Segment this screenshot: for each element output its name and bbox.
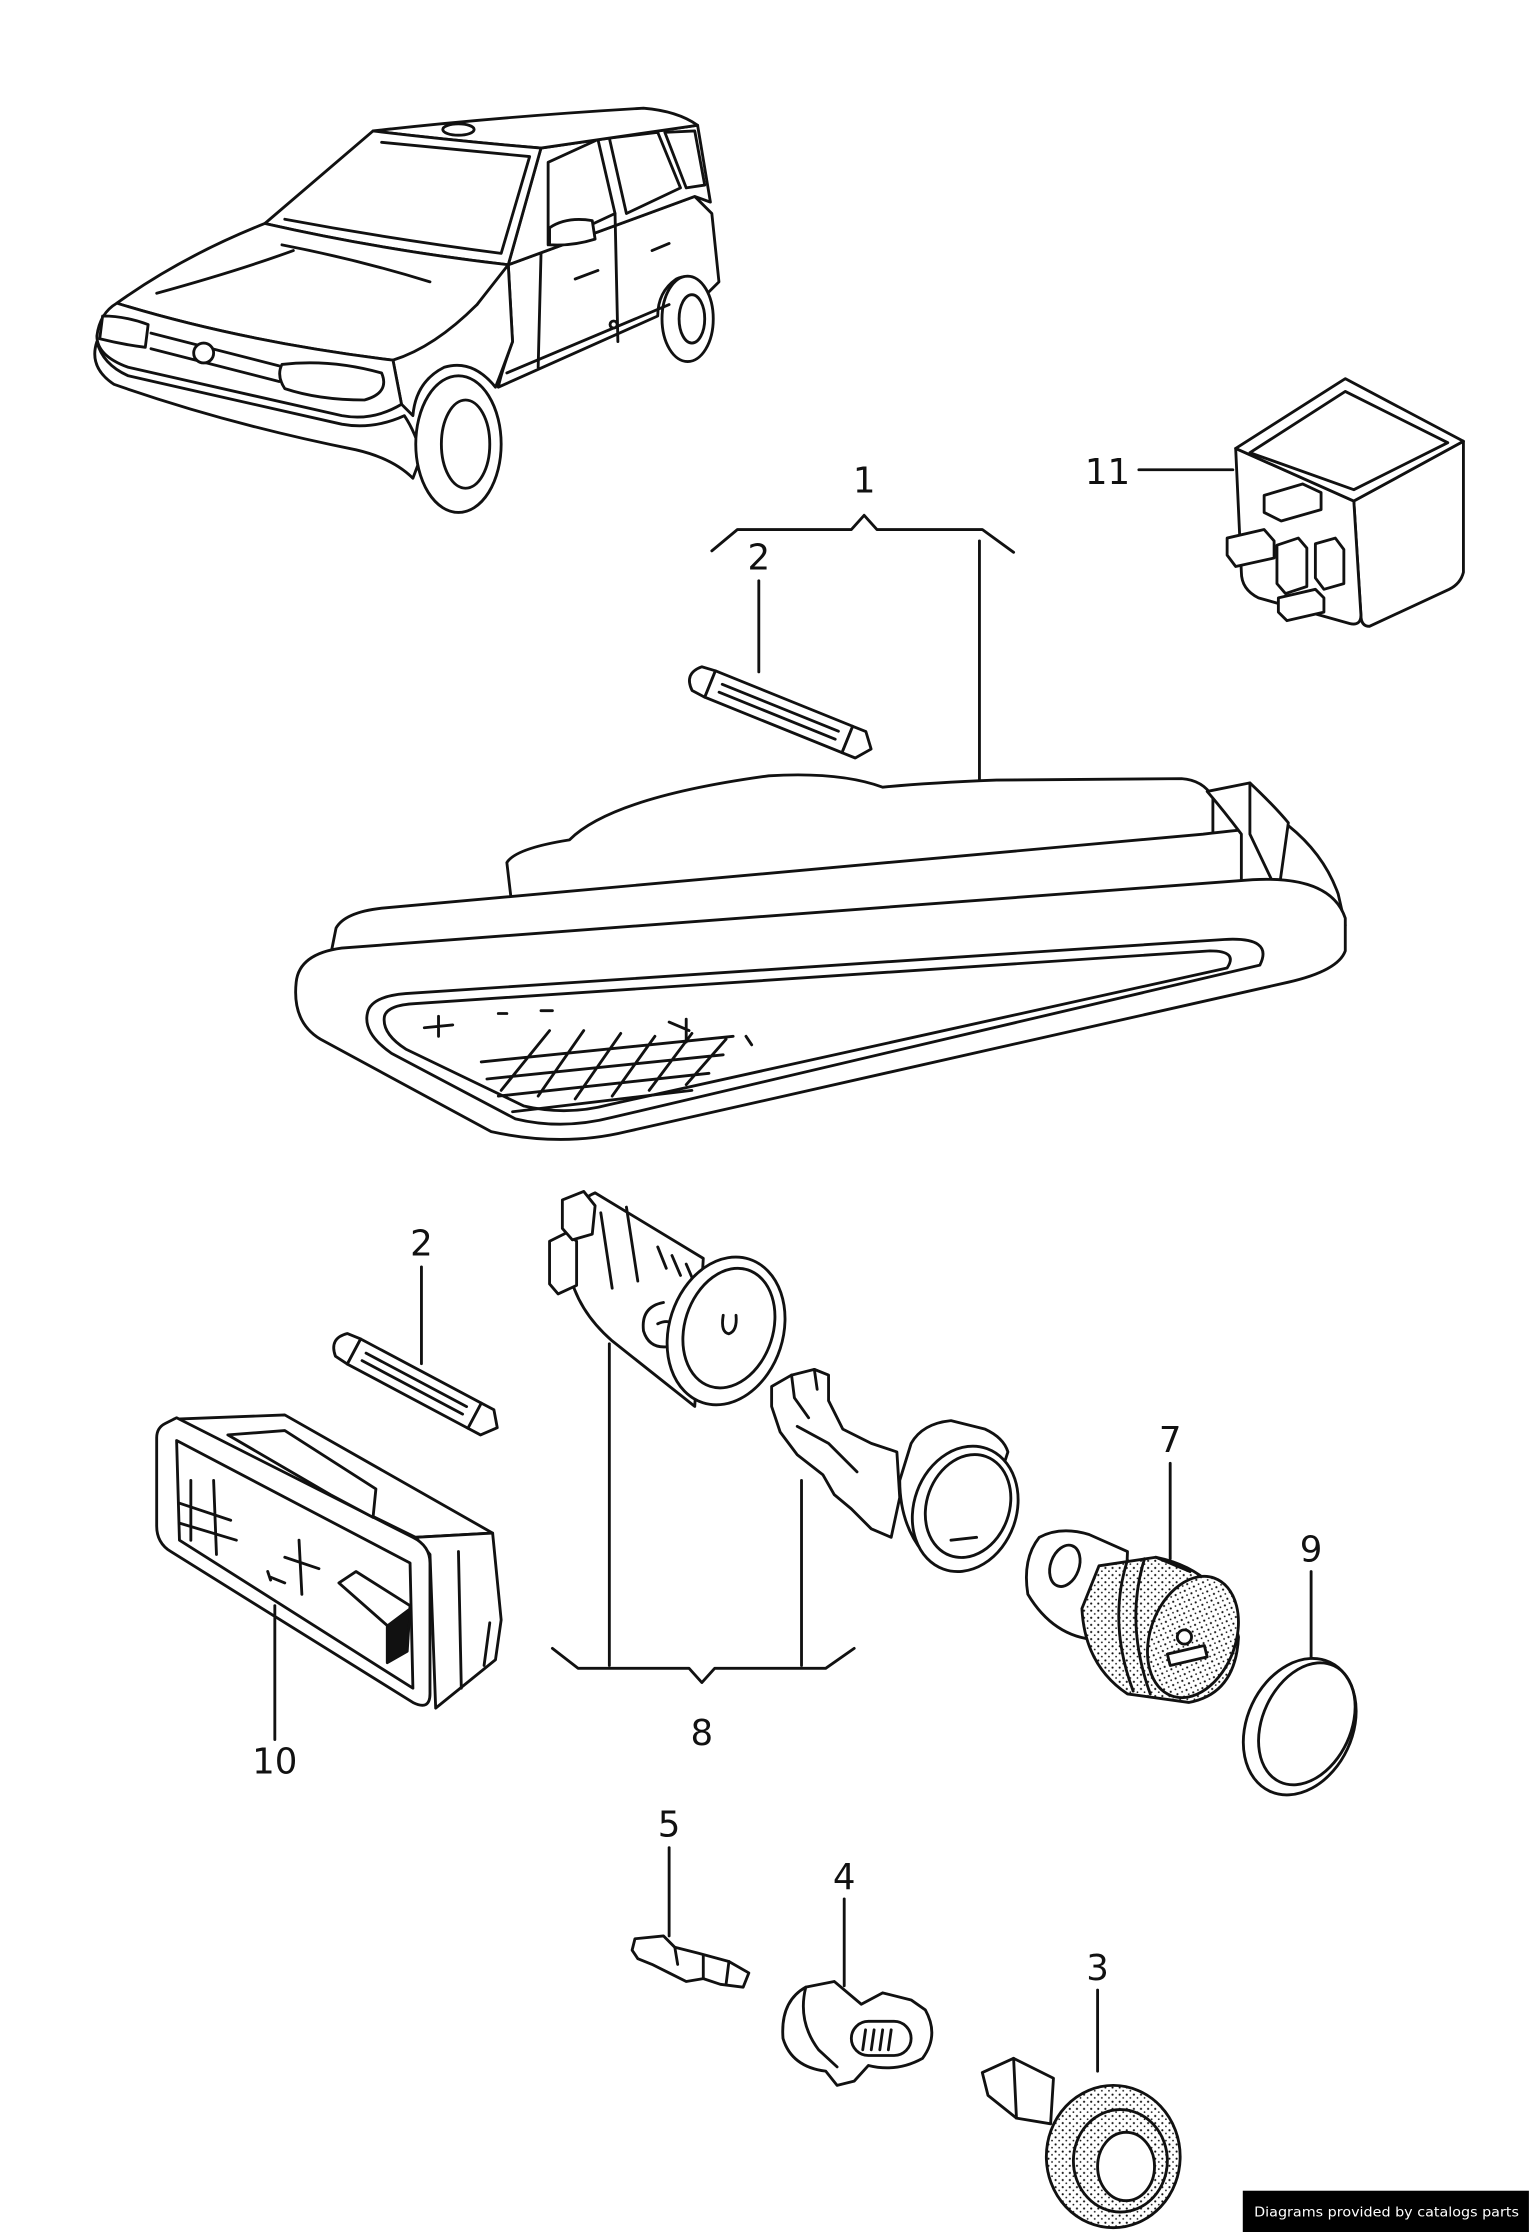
socket-insert-mark bbox=[949, 1535, 979, 1542]
bulb-glass-tube bbox=[703, 669, 855, 755]
light-switch bbox=[155, 1413, 503, 1710]
callout-4: 4 bbox=[833, 1857, 856, 1898]
switch-recess bbox=[226, 1429, 378, 1519]
interior-light-lens-marks bbox=[422, 1009, 754, 1047]
car-sill bbox=[505, 303, 671, 375]
festoon-bulb-upper bbox=[688, 665, 873, 760]
festoon-bulb-lower bbox=[332, 1332, 499, 1437]
car-front-bumper bbox=[93, 340, 423, 480]
lamp-socket-with-grommet bbox=[980, 2056, 1182, 2230]
socket-inner-contact bbox=[721, 1313, 738, 1336]
interior-light-housing-dome bbox=[505, 773, 1215, 913]
car-headlight-right bbox=[278, 361, 386, 402]
callout-8: 8 bbox=[691, 1713, 714, 1754]
relay-pin bbox=[1276, 587, 1326, 623]
car-rear-quarter-window bbox=[663, 129, 707, 190]
bracket-callout-1 bbox=[710, 513, 1016, 554]
lighter-knob-ridges bbox=[1117, 1555, 1192, 1696]
car-windshield-frame bbox=[283, 140, 532, 255]
bulb-filament bbox=[360, 1351, 469, 1416]
callout-2-upper: 2 bbox=[747, 537, 770, 578]
interior-light-lens-grid bbox=[479, 1029, 735, 1114]
lamp-socket-plug bbox=[980, 2056, 1055, 2126]
lighter-element-hole bbox=[1048, 1543, 1082, 1588]
relay-top-rim bbox=[1248, 390, 1450, 492]
car-grille bbox=[149, 331, 281, 383]
connector-clip bbox=[770, 1367, 902, 1539]
cover-cap-outer bbox=[1241, 1657, 1358, 1797]
interior-light-clip-edge bbox=[1248, 781, 1280, 896]
callout-3: 3 bbox=[1086, 1948, 1109, 1989]
bulb-holder-coil bbox=[861, 2028, 893, 2052]
switch-side-ribs bbox=[457, 1550, 492, 1690]
callout-10: 10 bbox=[252, 1742, 297, 1783]
callout-2-lower: 2 bbox=[410, 1223, 433, 1264]
socket-front-opening bbox=[681, 1266, 777, 1390]
bulb-cap-right bbox=[840, 724, 873, 760]
car-rear-wheel-hub bbox=[677, 293, 707, 345]
car-illustration bbox=[93, 106, 721, 514]
bulb-holder-edge bbox=[801, 1985, 839, 2069]
lighter-socket-housing bbox=[548, 1190, 787, 1408]
lighter-socket-insert bbox=[770, 1367, 1020, 1573]
lighter-symbol-bar bbox=[1165, 1644, 1209, 1667]
relay-pin bbox=[1225, 528, 1276, 568]
car-roof-antenna bbox=[441, 122, 476, 137]
car-door-handle bbox=[573, 241, 671, 281]
bulb-holder bbox=[781, 1980, 934, 2087]
socket-housing-ribs bbox=[599, 1205, 640, 1290]
bulb-cap-right bbox=[466, 1401, 499, 1437]
car-side-mirror bbox=[548, 218, 597, 247]
callout-1: 1 bbox=[853, 461, 876, 502]
grommet-center bbox=[1096, 2130, 1156, 2203]
watermark-background bbox=[1242, 2190, 1529, 2232]
callout-9: 9 bbox=[1300, 1530, 1323, 1571]
car-headlight-left bbox=[98, 314, 150, 349]
watermark-badge: Diagrams provided by catalogs parts bbox=[1242, 2190, 1529, 2232]
interior-light bbox=[294, 773, 1347, 1141]
bulb-cap-left bbox=[688, 665, 717, 699]
lamp-socket-plug-edge bbox=[1012, 2056, 1018, 2120]
socket-insert-opening bbox=[923, 1453, 1013, 1559]
callout-7: 7 bbox=[1159, 1420, 1182, 1461]
car-door-seam bbox=[536, 212, 620, 369]
relay-top-face bbox=[1234, 377, 1465, 503]
relay-pin bbox=[1262, 482, 1323, 523]
cover-cap bbox=[1241, 1657, 1358, 1797]
cover-cap-inner bbox=[1257, 1661, 1357, 1787]
relay-pin bbox=[1313, 536, 1346, 591]
car-hood-crease bbox=[155, 243, 432, 295]
car-door-lock bbox=[608, 319, 619, 330]
contact-clip-body bbox=[630, 1934, 751, 1989]
car-front-wheel-hub bbox=[439, 398, 492, 490]
switch-symbol-adjust bbox=[266, 1538, 321, 1596]
relay bbox=[1225, 377, 1465, 628]
contact-clip bbox=[630, 1934, 751, 1989]
switch-symbol-hash bbox=[178, 1478, 238, 1556]
switch-bezel-inner-edge bbox=[175, 1439, 415, 1690]
bulb-cap-left bbox=[332, 1332, 363, 1366]
connector-clip-detail bbox=[790, 1367, 859, 1474]
car-emblem bbox=[192, 341, 216, 365]
watermark-text: Diagrams provided by catalogs parts bbox=[1254, 2204, 1519, 2220]
callout-5: 5 bbox=[658, 1804, 681, 1845]
bulb-filament bbox=[717, 682, 840, 741]
relay-pin bbox=[1275, 536, 1309, 596]
lighter-symbol-icon bbox=[1175, 1628, 1193, 1646]
socket-retaining-tab bbox=[548, 1231, 579, 1296]
socket-retaining-tab bbox=[560, 1190, 597, 1242]
cigarette-lighter bbox=[1024, 1529, 1240, 1704]
interior-light-lens-inner-edge bbox=[382, 949, 1232, 1113]
bracket-callout-8 bbox=[550, 1646, 856, 1684]
callout-11: 11 bbox=[1085, 452, 1130, 493]
contact-clip-detail bbox=[673, 1945, 731, 1986]
switch-rocker-face bbox=[386, 1607, 412, 1664]
